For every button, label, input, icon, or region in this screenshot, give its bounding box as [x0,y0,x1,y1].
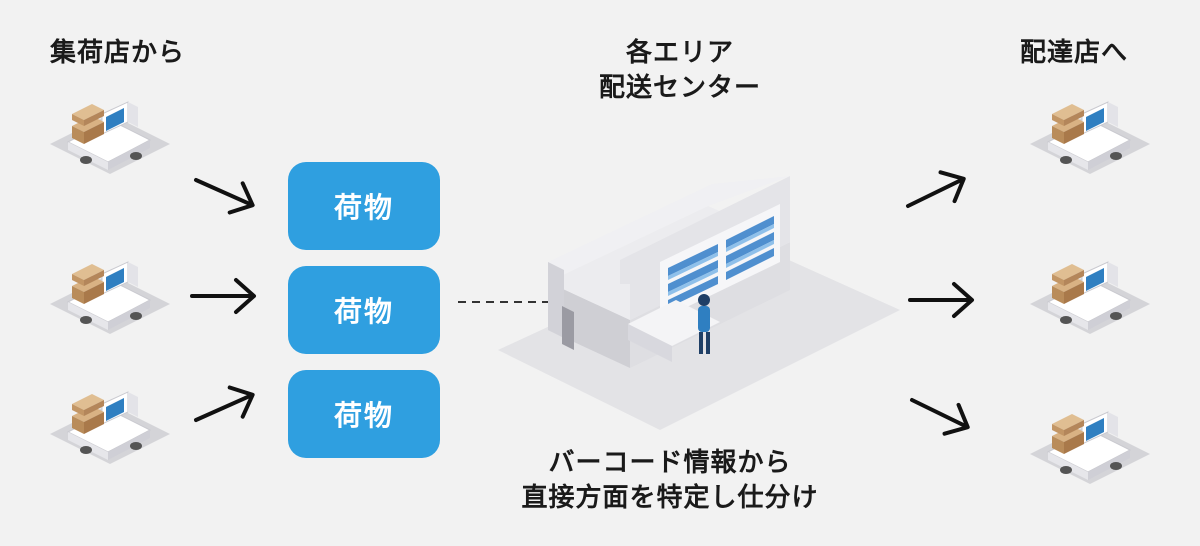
center-label-line2: 配送センター [598,73,761,104]
origin-truck-1-icon [49,101,171,175]
origin-truck-2-icon [49,261,171,335]
destination-truck-2-icon [1029,261,1151,335]
arrow-out-1-icon [901,164,971,220]
package-box-2: 荷物 [288,266,440,354]
arrow-out-3-icon [905,386,975,442]
origin-label: 集荷店から [50,38,186,68]
package-box-3: 荷物 [288,370,440,458]
sorting-center-illustration [498,176,900,430]
arrow-out-2-icon [908,282,974,318]
destination-label: 配達店へ [1020,38,1129,68]
destination-truck-1-icon [1029,101,1151,175]
caption-line2: 直接方面を特定し仕分け [521,483,819,514]
destination-truck-3-icon [1029,411,1151,485]
center-label-line1: 各エリア [625,38,734,68]
caption: バーコード情報から 直接方面を特定し仕分け [500,446,840,516]
center-label: 各エリア 配送センター [560,36,800,106]
package-box-1: 荷物 [288,162,440,250]
arrow-in-2-icon [190,278,256,314]
arrow-in-3-icon [187,378,262,437]
caption-line1: バーコード情報から [548,448,792,478]
origin-truck-3-icon [49,391,171,465]
arrow-in-1-icon [187,163,262,222]
